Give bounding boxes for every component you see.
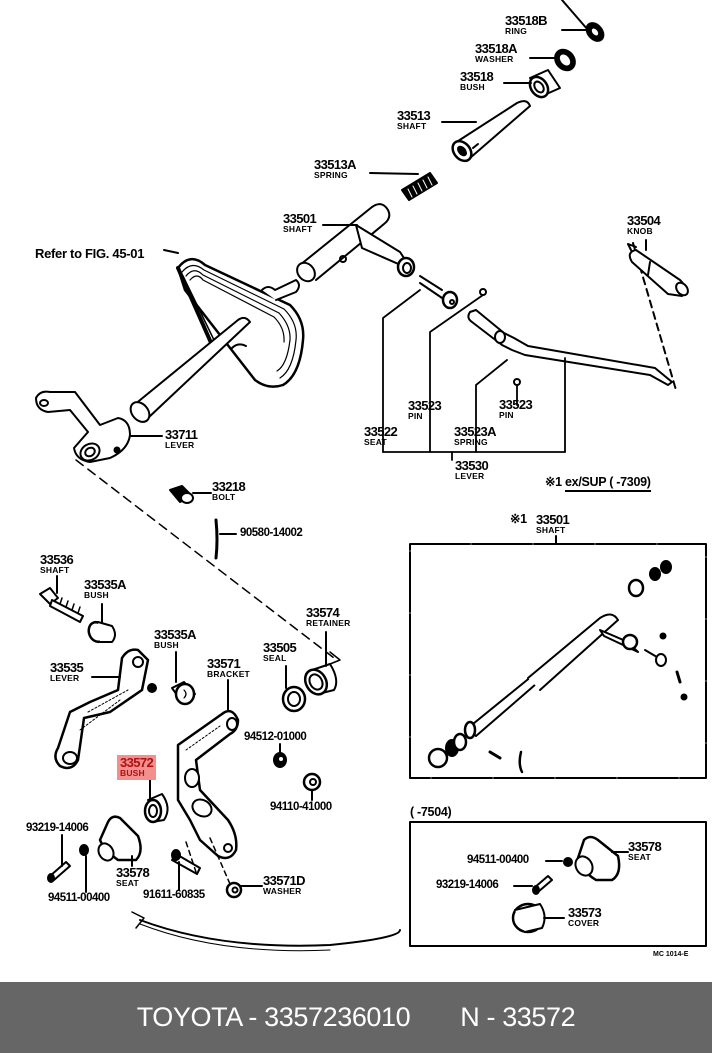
- part-label-33518[interactable]: 33518 BUSH: [460, 69, 494, 92]
- part-label-33578-inset[interactable]: 33578 SEAT: [628, 839, 662, 862]
- std-part-label-91611-60835[interactable]: 91611-60835: [143, 889, 205, 901]
- brand-part-number: TOYOTA - 3357236010: [136, 1002, 411, 1032]
- ex-sup-note: ※1 ex/SUP ( -7309): [545, 475, 651, 492]
- part-label-33572-highlighted[interactable]: 33572 BUSH: [117, 755, 157, 780]
- ex-sup-marker: ※1: [545, 475, 562, 489]
- part-label-33571[interactable]: 33571 BRACKET: [207, 656, 250, 679]
- part-label-33218[interactable]: 33218 BOLT: [212, 479, 246, 502]
- part-label-33523-right[interactable]: 33523 PIN: [499, 397, 533, 420]
- inset-ex-sup-frame: [409, 543, 707, 779]
- nut-94110-part: [302, 772, 322, 792]
- shaft-33501-part: [296, 203, 459, 310]
- std-part-label-94511-00400-inset[interactable]: 94511-00400: [467, 854, 529, 866]
- part-label-33523-left[interactable]: 33523 PIN: [408, 398, 442, 421]
- washer-33571D-part: [225, 881, 243, 899]
- seat-33578-part: [97, 815, 142, 862]
- exploded-parts-diagram: [35, 0, 707, 952]
- bracket-33571-part: [176, 709, 240, 860]
- inset-cover-33573-part: [511, 902, 546, 934]
- part-label-33711[interactable]: 33711 LEVER: [165, 427, 198, 450]
- figure-reference[interactable]: Refer to FIG. 45-01: [35, 246, 145, 261]
- shaft-33536-part: [39, 587, 84, 623]
- part-label-33535A-lower[interactable]: 33535A BUSH: [154, 627, 197, 650]
- part-label-33501[interactable]: 33501 SHAFT: [283, 211, 317, 234]
- nut-94511-part: [79, 844, 89, 856]
- part-label-33522[interactable]: 33522 SEAT: [364, 424, 398, 447]
- part-label-33535A-upper[interactable]: 33535A BUSH: [84, 577, 127, 600]
- std-part-label-94512-01000[interactable]: 94512-01000: [244, 731, 307, 743]
- part-label-33513[interactable]: 33513 SHAFT: [397, 108, 431, 131]
- part-label-33530[interactable]: 33530 LEVER: [455, 458, 489, 481]
- part-number-footer: TOYOTA - 3357236010 N - 33572: [0, 982, 712, 1053]
- shaft-rod-part: [129, 279, 300, 423]
- part-label-33505[interactable]: 33505 SEAL: [263, 640, 297, 663]
- part-label-33523A[interactable]: 33523A SPRING: [454, 424, 497, 447]
- washer-33518A-part: [554, 48, 576, 72]
- ring-33518B-part: [585, 22, 605, 42]
- part-label-33518B[interactable]: 33518B RING: [505, 13, 548, 36]
- inset-shaft-33501-part: [427, 560, 688, 774]
- spring-33513A-part: [401, 172, 438, 201]
- bush-33518-part: [528, 69, 561, 99]
- part-label-33573[interactable]: 33573 COVER: [568, 905, 602, 928]
- part-label-33571D[interactable]: 33571D WASHER: [263, 873, 306, 896]
- reference-number: N - 33572: [460, 1002, 576, 1032]
- nut-94512-part: [273, 752, 287, 768]
- std-part-label-93219-14006-main[interactable]: 93219-14006: [26, 822, 89, 834]
- bush-33572-part: [143, 793, 169, 824]
- ex-sup-range: ex/SUP ( -7309): [565, 475, 651, 492]
- std-part-label-94511-00400-main[interactable]: 94511-00400: [48, 892, 110, 904]
- figure-code: MC 1014-E: [653, 951, 689, 958]
- lever-33711-part: [35, 390, 131, 463]
- knob-33504-part: [628, 249, 689, 297]
- inset-seat-33578-part: [532, 835, 621, 895]
- retainer-33574-part: [303, 663, 338, 696]
- inset-7504-range: ( -7504): [410, 805, 452, 819]
- part-label-33513A[interactable]: 33513A SPRING: [314, 157, 357, 180]
- part-label-33536[interactable]: 33536 SHAFT: [40, 552, 74, 575]
- lever-33535-part: [54, 648, 157, 770]
- screw-93219-part: [47, 861, 71, 883]
- bush-33535A-lower-part: [171, 681, 196, 706]
- seal-33505-part: [281, 685, 307, 713]
- leader-33518B: [561, 0, 589, 31]
- leader-lines-lever-assembly: [382, 289, 566, 461]
- std-part-label-94110-41000[interactable]: 94110-41000: [270, 801, 332, 813]
- inset-7504-frame: [409, 821, 707, 947]
- part-label-33574[interactable]: 33574 RETAINER: [306, 605, 351, 628]
- part-label-33535[interactable]: 33535 LEVER: [50, 660, 84, 683]
- part-label-33501-inset[interactable]: ※1 33501 SHAFT: [510, 512, 570, 535]
- shaft-33513-part: [451, 100, 531, 163]
- part-label-33518A[interactable]: 33518A WASHER: [475, 41, 518, 64]
- bush-33535A-upper-part: [87, 620, 116, 644]
- part-label-33504[interactable]: 33504 KNOB: [627, 213, 661, 236]
- shift-rod-part: [467, 288, 673, 386]
- bolt-91611-part: [171, 849, 201, 875]
- std-part-label-93219-14006-inset[interactable]: 93219-14006: [436, 879, 499, 891]
- part-label-33578-main[interactable]: 33578 SEAT: [116, 865, 150, 888]
- bolt-33218-part: [169, 485, 194, 504]
- std-part-label-90580-14002[interactable]: 90580-14002: [240, 527, 303, 539]
